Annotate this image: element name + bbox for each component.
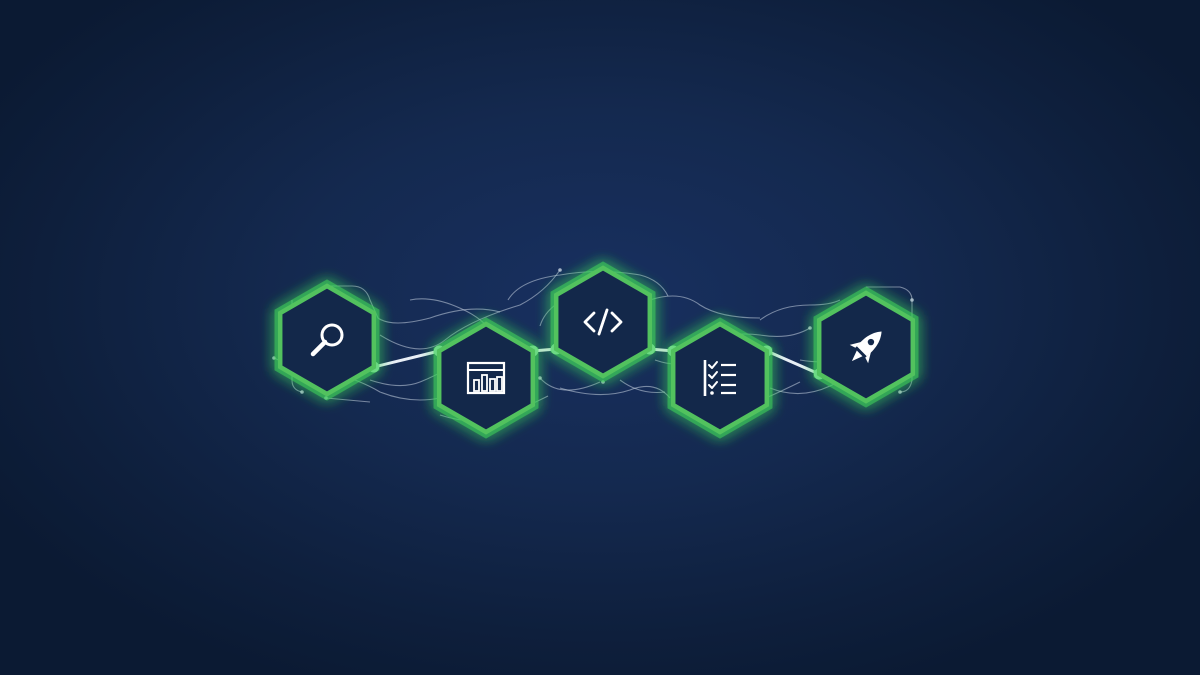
hexagon-research bbox=[277, 283, 377, 397]
circuit-dot bbox=[898, 390, 902, 394]
step-research bbox=[274, 279, 380, 401]
connector-line bbox=[765, 349, 821, 376]
step-planning bbox=[433, 317, 539, 439]
hexagon-testing bbox=[670, 321, 770, 435]
hexagon-nodes bbox=[274, 261, 919, 439]
circuit-dot bbox=[808, 326, 812, 330]
code-brackets-icon bbox=[583, 308, 623, 336]
circuit-trace bbox=[619, 379, 666, 394]
connector-line bbox=[372, 349, 441, 369]
magnifying-glass-icon bbox=[310, 323, 344, 357]
hexagon-planning bbox=[436, 321, 536, 435]
circuit-dot bbox=[538, 376, 542, 380]
circuit-trace bbox=[327, 285, 501, 324]
step-launch bbox=[813, 286, 919, 408]
step-testing bbox=[667, 317, 773, 439]
step-development bbox=[550, 261, 656, 383]
kanban-board-icon bbox=[466, 361, 506, 395]
circuit-dot bbox=[300, 390, 304, 394]
circuit-trace bbox=[559, 385, 671, 399]
circuit-dot bbox=[910, 298, 914, 302]
circuit-trace bbox=[759, 299, 841, 321]
checklist-icon bbox=[703, 360, 736, 396]
circuit-trace bbox=[379, 269, 561, 350]
circuit-trace bbox=[649, 295, 761, 319]
circuit-dot bbox=[558, 268, 562, 272]
circuit-trace bbox=[325, 397, 371, 403]
connector-research-planning bbox=[368, 345, 445, 373]
circuit-trace bbox=[539, 377, 601, 391]
